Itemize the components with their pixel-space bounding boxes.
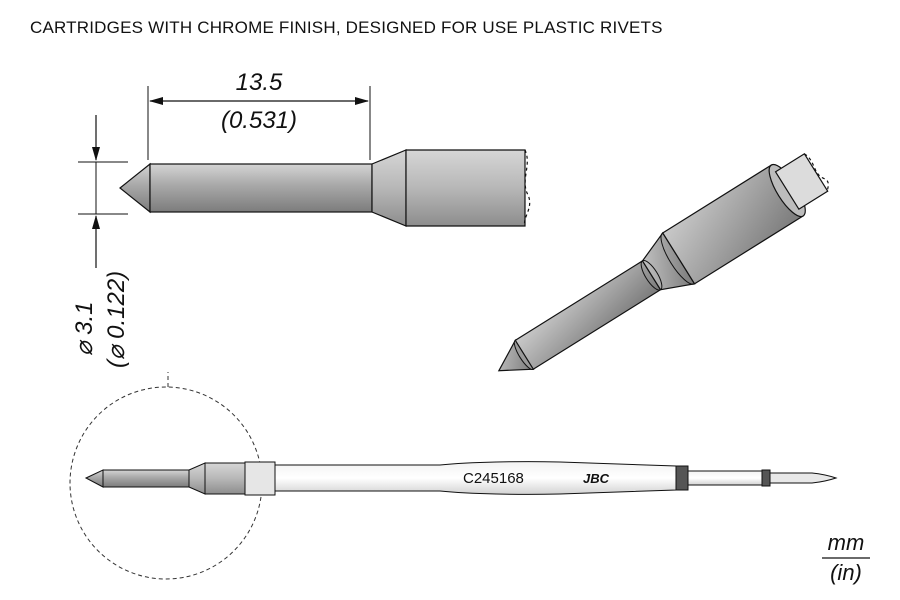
brand-logo: JBC [583,471,610,486]
cartridge-band [675,465,689,491]
units-legend: mm (in) [822,530,870,585]
diameter-dimension: ⌀ 3.1 (⌀ 0.122) [71,115,130,368]
tip-isometric-view [497,153,829,372]
length-dimension: 13.5 (0.531) [147,69,371,160]
diameter-in-label: (⌀ 0.122) [103,271,130,368]
diameter-mm-label: ⌀ 3.1 [71,302,98,357]
cartridge-full-view: C245168 JBC [69,372,838,580]
tip-body [405,149,526,227]
tip-side-view [119,149,531,227]
model-code-label: C245168 [463,470,524,487]
units-mm-label: mm [828,530,865,555]
page-title: CARTRIDGES WITH CHROME FINISH, DESIGNED … [30,18,663,37]
tip-shaft [149,163,373,213]
units-in-label: (in) [830,560,862,585]
diameter-symbol: ⌀ [71,335,98,356]
length-in-label: (0.531) [221,107,297,134]
length-mm-label: 13.5 [236,69,283,96]
break-line [523,149,531,227]
tip-taper [371,149,407,227]
tip-cone [119,162,151,214]
